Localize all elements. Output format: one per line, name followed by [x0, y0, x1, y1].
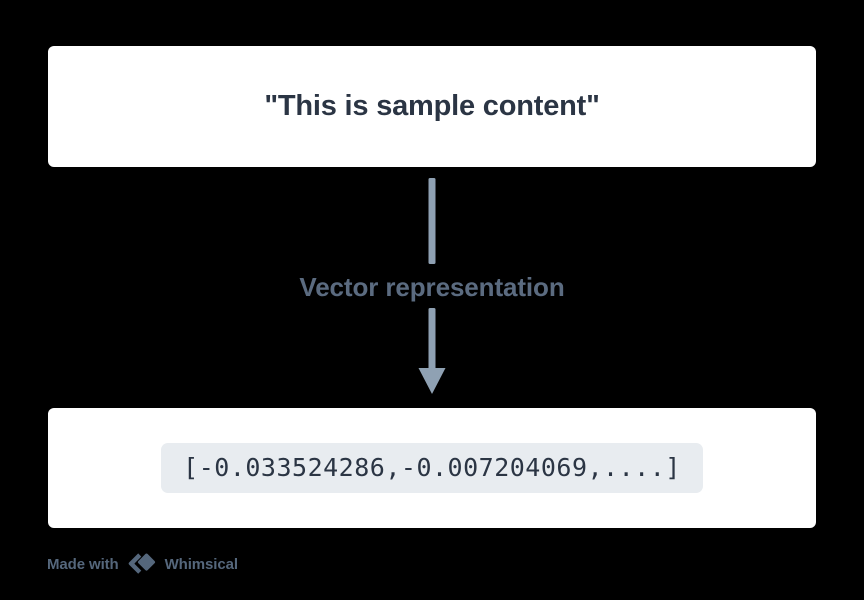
watermark-brand-label: Whimsical	[164, 555, 238, 573]
source-content-node[interactable]: "This is sample content"	[48, 46, 816, 167]
vector-output-node[interactable]: [-0.033524286,-0.007204069,....]	[48, 408, 816, 528]
down-arrow-icon	[418, 178, 446, 394]
watermark-prefix-label: Made with	[47, 555, 119, 573]
vector-code-chip: [-0.033524286,-0.007204069,....]	[161, 443, 703, 493]
whimsical-logo-icon	[128, 553, 155, 574]
source-content-text: "This is sample content"	[264, 90, 600, 123]
edge-label: Vector representation	[299, 272, 565, 302]
whimsical-watermark[interactable]: Made with Whimsical	[47, 551, 238, 577]
vector-code-text: [-0.033524286,-0.007204069,....]	[183, 453, 681, 483]
